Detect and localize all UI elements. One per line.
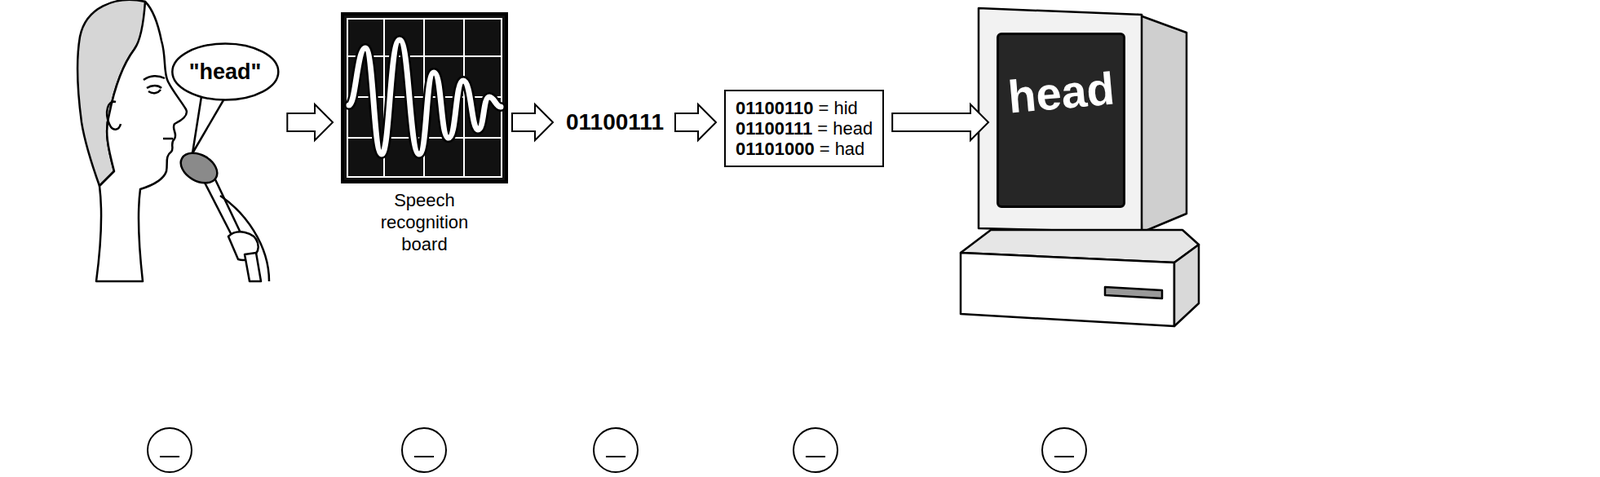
word-value: = head [817,118,873,139]
speech-bubble: "head" [171,42,280,102]
face-profile [96,1,187,282]
answer-blank [605,455,626,458]
brow [143,75,165,80]
code-output: 01100111 [565,109,664,136]
board-screen [344,15,505,181]
table-row: 01100110= hid [735,97,873,119]
microphone-stand [244,252,261,282]
monitor-back [1137,14,1187,233]
grid-frame [347,18,502,177]
answer-blank [414,455,434,458]
binary-code: 01100111 [735,118,813,139]
microphone-grille [175,146,223,190]
board-caption: Speech recognition board [371,190,478,256]
screen-word: head [1005,61,1117,124]
answer-blank [159,455,180,458]
flow-arrow [512,104,553,141]
monitor-base-front [960,252,1175,327]
waveform [349,39,501,155]
computer-monitor [960,8,1199,327]
drive-slot [1104,287,1163,299]
answer-blank [805,455,826,458]
table-row: 01100111= head [735,118,873,139]
flow-arrow [892,104,989,141]
flow-arrow [675,104,717,141]
speech-text: "head" [189,59,262,85]
table-row: 01101000= had [735,138,873,160]
answer-circle [147,428,192,473]
answer-circle [402,428,447,473]
answer-circle [1042,428,1087,473]
answer-circle [593,428,638,473]
ear [106,101,121,130]
flow-arrow [287,104,333,141]
answer-circle [793,428,838,473]
waveform-outline [349,39,501,155]
binary-code: 01101000 [735,138,815,160]
eye [146,85,162,93]
binary-code: 01100110 [735,97,814,119]
code-table: 01100110= hid01100111= head01101000= had [724,89,884,168]
microphone-cable [220,195,270,282]
recognition-board: Speech recognition board [340,12,509,184]
speaker-figure [77,0,227,282]
answer-circles [147,428,1087,473]
mouth [163,137,173,141]
answer-blank [1054,455,1075,458]
microphone [175,146,270,282]
word-value: = hid [817,97,858,119]
monitor-base-side [1174,244,1199,327]
bubble-ellipse [172,43,279,100]
monitor-screen: head [996,32,1126,208]
word-value: = had [819,138,866,160]
monitor-bezel [978,8,1142,233]
